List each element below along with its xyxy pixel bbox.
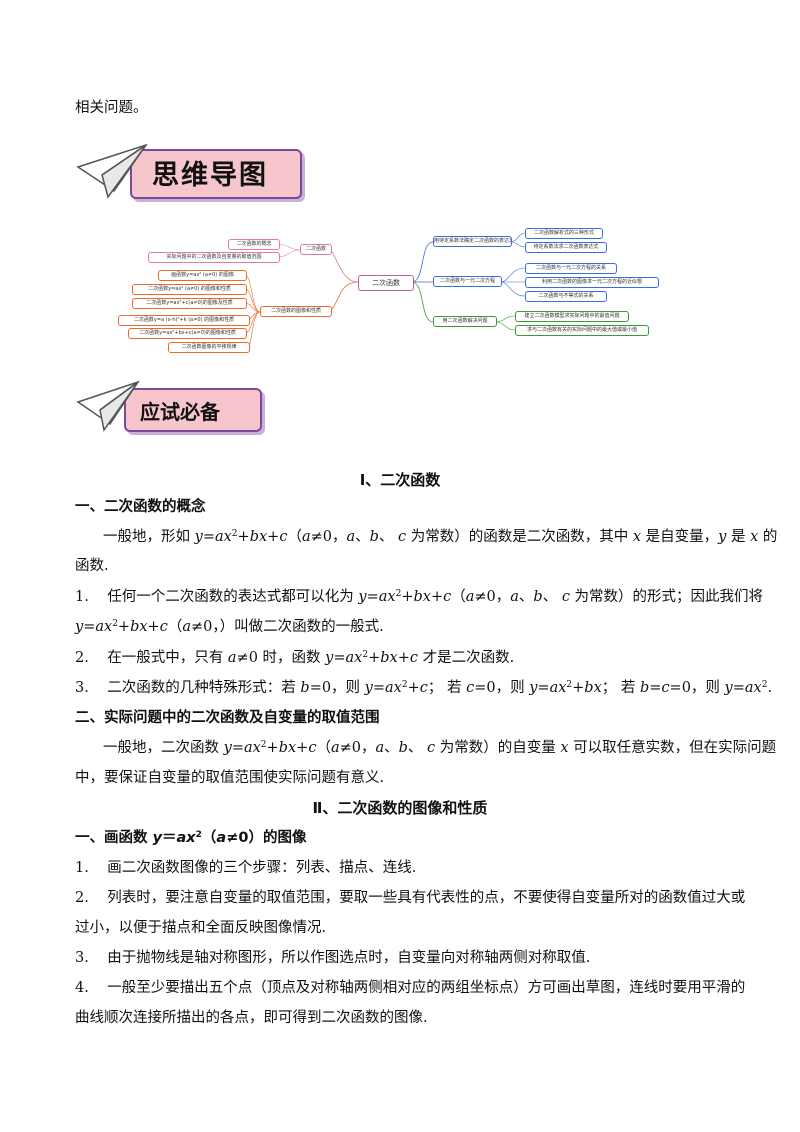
mindmap-banner-title: 思维导图 xyxy=(152,160,268,191)
mindmap-leaf: 二次函数解析式的三种形式 xyxy=(525,228,603,239)
mindmap-leaf: 二次函数y=ax² (a≠0) 的图像和性质 xyxy=(132,284,247,295)
list-item-1-line2: y=ax2+bx+c（a≠0，）叫做二次函数的一般式. xyxy=(75,619,384,635)
paragraph-domain: 一般地，二次函数 y=ax2+bx+c（a≠0，a、b、 c 为常数）的自变量 … xyxy=(103,740,777,756)
heading-draw-graph: 一、画函数 y＝ax2（a≠0）的图像 xyxy=(75,830,307,846)
mindmap-leaf: 二次函数图像的平移规律 xyxy=(168,342,250,353)
step-item-3: 3. 由于抛物线是轴对称图形，所以作图选点时，自变量向对称轴两侧对称取值. xyxy=(75,950,591,966)
intro-tail: 相关问题。 xyxy=(75,100,148,116)
mindmap-leaf: 建立二次函数模型求实际问题中的最值问题 xyxy=(515,311,629,322)
step-item-1: 1. 画二次函数图像的三个步骤：列表、描点、连线. xyxy=(75,860,417,876)
section-title-1: Ⅰ、二次函数 xyxy=(359,471,441,489)
mindmap-leaf: 实际问题中的二次函数及自变量的取值范围 xyxy=(148,252,280,263)
exam-banner-box xyxy=(124,388,262,432)
mindmap-node-right: 二次函数与一元二次方程 xyxy=(433,276,502,287)
paper-plane-icon xyxy=(76,143,148,199)
mindmap-leaf: 二次函数y=a (x-h)²+k (a≠0) 的图像和性质 xyxy=(118,315,250,326)
mindmap-leaf: 求与二次函数有关的实际问题中的最大值或最小值 xyxy=(515,325,649,336)
step-item-2-line2: 过小，以便于描点和全面反映图像情况. xyxy=(75,920,327,936)
mindmap-banner-box xyxy=(130,149,302,199)
step-item-2: 2. 列表时，要注意自变量的取值范围，要取一些具有代表性的点，不要使得自变量所对… xyxy=(75,890,746,906)
exam-banner: 应试必备 xyxy=(74,378,274,436)
list-item-1: 1. 任何一个二次函数的表达式都可以化为 y=ax2+bx+c（a≠0，a、b、… xyxy=(75,589,764,605)
mindmap-leaf: 二次函数y=ax²+bx+c(a≠0)的图像和性质 xyxy=(128,328,247,339)
mindmap-node-graph: 二次函数的图像和性质 xyxy=(260,306,332,317)
heading-practical: 二、实际问题中的二次函数及自变量的取值范围 xyxy=(75,710,380,726)
step-item-4-line2: 曲线顺次连接所描出的各点，即可得到二次函数的图像. xyxy=(75,1010,428,1026)
mindmap-node-concept: 二次函数 xyxy=(300,244,332,255)
mindmap-leaf: 二次函数y=ax²+c(a≠0)的图像及性质 xyxy=(132,298,247,309)
mindmap-leaf: 待定系数法求二次函数表达式 xyxy=(525,242,607,253)
mindmap-leaf: 画函数y=ax² (a≠0) 的图像 xyxy=(158,270,247,281)
exam-banner-title: 应试必备 xyxy=(140,400,220,424)
mindmap-leaf: 利用二次函数的图像求一元二次方程的近似根 xyxy=(525,277,659,288)
mindmap-leaf: 二次函数的概念 xyxy=(228,239,280,250)
mindmap-banner: 思维导图 xyxy=(74,141,304,201)
mindmap-center-node: 二次函数 xyxy=(358,275,414,291)
mindmap-leaf: 二次函数与不等式的关系 xyxy=(525,291,607,302)
list-item-3: 3. 二次函数的几种特殊形式：若 b=0，则 y=ax2+c； 若 c=0，则 … xyxy=(75,680,773,696)
mindmap-node-right: 用待定系数法确定二次函数的表达式 xyxy=(433,236,512,247)
paper-plane-icon xyxy=(76,380,140,432)
mind-map: 二次函数 二次函数 二次函数的概念 实际问题中的二次函数及自变量的取值范围 二次… xyxy=(118,222,660,357)
paragraph-definition-line2: 函数. xyxy=(75,558,109,574)
paragraph-domain-line2: 中，要保证自变量的取值范围使实际问题有意义. xyxy=(75,770,385,786)
list-item-2: 2. 在一般式中，只有 a≠0 时，函数 y=ax2+bx+c 才是二次函数. xyxy=(75,650,515,666)
step-item-4: 4. 一般至少要描出五个点（顶点及对称轴两侧相对应的两组坐标点）方可画出草图，连… xyxy=(75,980,746,996)
paragraph-definition: 一般地，形如 y=ax2+bx+c（a≠0，a、b、 c 为常数）的函数是二次函… xyxy=(103,529,778,545)
section-title-2: Ⅱ、二次函数的图像和性质 xyxy=(312,799,488,817)
heading-concept: 一、二次函数的概念 xyxy=(75,499,206,515)
mindmap-leaf: 二次函数与一元二次方程的关系 xyxy=(525,263,617,274)
mindmap-node-right: 用二次函数解决问题 xyxy=(433,316,497,327)
